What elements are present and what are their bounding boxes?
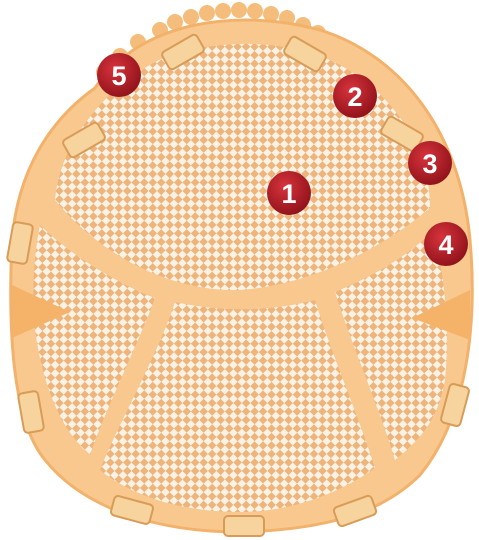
marker-label: 4 xyxy=(438,230,453,260)
marker-label: 5 xyxy=(111,61,126,91)
edge-tab xyxy=(224,516,264,536)
marker-5: 5 xyxy=(97,53,141,97)
marker-4: 4 xyxy=(424,222,468,266)
marker-label: 2 xyxy=(347,82,362,112)
marker-label: 1 xyxy=(281,179,296,209)
marker-1: 1 xyxy=(267,171,311,215)
marker-label: 3 xyxy=(422,149,437,179)
marker-2: 2 xyxy=(333,74,377,118)
marker-3: 3 xyxy=(408,141,452,185)
